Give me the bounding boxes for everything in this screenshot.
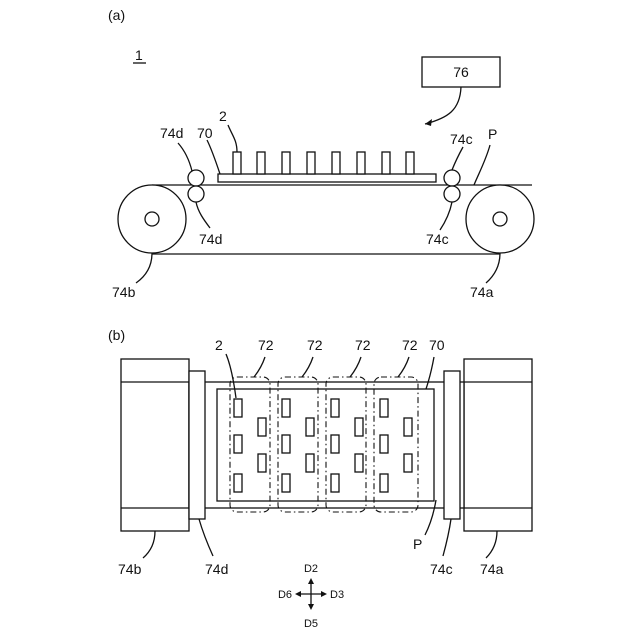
substrate <box>258 418 266 436</box>
direction-down-label: D5 <box>304 618 318 630</box>
leader-nip-left-top <box>178 143 192 171</box>
nip-roller-left-top <box>188 170 204 186</box>
substrate <box>257 152 265 174</box>
stage-label-b: 70 <box>429 337 445 353</box>
stage-label: 70 <box>197 125 213 141</box>
substrate <box>406 152 414 174</box>
arrow-down-icon <box>308 604 314 610</box>
leader-reel-right-b <box>486 531 497 558</box>
leader-film <box>474 145 490 185</box>
substrate <box>307 152 315 174</box>
direction-right-label: D3 <box>330 589 344 601</box>
substrate <box>404 418 412 436</box>
substrate <box>306 454 314 472</box>
panel-b: (b) <box>108 327 532 630</box>
substrate <box>380 435 388 453</box>
substrate <box>355 418 363 436</box>
leader-region-3 <box>350 357 361 377</box>
leader-region-4 <box>398 357 409 377</box>
controller-arrowhead <box>425 119 432 126</box>
nip-right-bottom-label: 74c <box>426 231 449 247</box>
arrow-right-icon <box>321 591 327 597</box>
leader-nip-left-b <box>199 519 213 556</box>
leader-region-1 <box>254 357 265 377</box>
reel-left-hub <box>145 212 159 226</box>
film-label-b: P <box>413 536 422 552</box>
nip-roller-left-bottom <box>188 186 204 202</box>
nip-roller-left-top-view <box>189 371 205 519</box>
substrate <box>380 399 388 417</box>
direction-up-label: D2 <box>304 563 318 575</box>
substrate <box>404 454 412 472</box>
substrate <box>355 454 363 472</box>
substrate <box>258 454 266 472</box>
substrate <box>332 152 340 174</box>
nip-left-top-label: 74d <box>160 125 183 141</box>
substrate <box>234 399 242 417</box>
substrate-label: 2 <box>219 108 227 124</box>
substrate <box>282 399 290 417</box>
arrow-up-icon <box>308 578 314 584</box>
substrate <box>282 435 290 453</box>
controller-label: 76 <box>453 64 469 80</box>
nip-left-bottom-label: 74d <box>199 231 222 247</box>
arrow-left-icon <box>295 591 301 597</box>
nip-right-top-label: 74c <box>450 131 473 147</box>
leader-region-2 <box>302 357 313 377</box>
reel-left-top-view <box>121 359 189 531</box>
reel-left-label: 74b <box>112 284 136 300</box>
substrate <box>331 435 339 453</box>
leader-nip-right-bottom <box>440 202 452 230</box>
nip-roller-right-top <box>444 170 460 186</box>
substrate <box>282 152 290 174</box>
leader-nip-right-top <box>452 147 463 170</box>
substrate <box>331 399 339 417</box>
panel-a-label: (a) <box>108 7 125 23</box>
reel-right-hub <box>493 212 507 226</box>
nip-roller-right-top-view <box>444 371 460 519</box>
region-label-2: 72 <box>307 337 323 353</box>
substrate <box>306 418 314 436</box>
region-label-4: 72 <box>402 337 418 353</box>
substrate <box>234 474 242 492</box>
region-label-3: 72 <box>355 337 371 353</box>
leader-nip-right-b <box>443 519 451 556</box>
substrate-label-b: 2 <box>215 337 223 353</box>
panel-b-label: (b) <box>108 327 125 343</box>
leader-substrate <box>228 125 237 152</box>
panel-a: (a) 1 76 <box>108 7 534 300</box>
substrate <box>380 474 388 492</box>
film-label: P <box>488 126 497 142</box>
stage <box>218 174 436 182</box>
substrate <box>282 474 290 492</box>
direction-indicator: D2 D6 D3 D5 <box>278 563 344 630</box>
apparatus-label: 1 <box>135 47 143 63</box>
substrate <box>382 152 390 174</box>
direction-left-label: D6 <box>278 589 292 601</box>
reel-right-label-b: 74a <box>480 561 504 577</box>
reel-right-top-view <box>464 359 532 531</box>
reel-right-label: 74a <box>470 284 494 300</box>
leader-nip-left-bottom <box>196 202 210 228</box>
nip-left-label-b: 74d <box>205 561 228 577</box>
substrate <box>233 152 241 174</box>
controller-arrow <box>425 87 461 124</box>
region-label-1: 72 <box>258 337 274 353</box>
substrate <box>357 152 365 174</box>
nip-right-label-b: 74c <box>430 561 453 577</box>
leader-stage <box>207 140 220 174</box>
leader-reel-right <box>486 253 500 283</box>
substrate <box>234 435 242 453</box>
leader-reel-left <box>136 253 152 283</box>
nip-roller-right-bottom <box>444 186 460 202</box>
substrate <box>331 474 339 492</box>
substrates-a <box>233 152 414 174</box>
reel-left-label-b: 74b <box>118 561 142 577</box>
leader-reel-left-b <box>143 531 155 558</box>
